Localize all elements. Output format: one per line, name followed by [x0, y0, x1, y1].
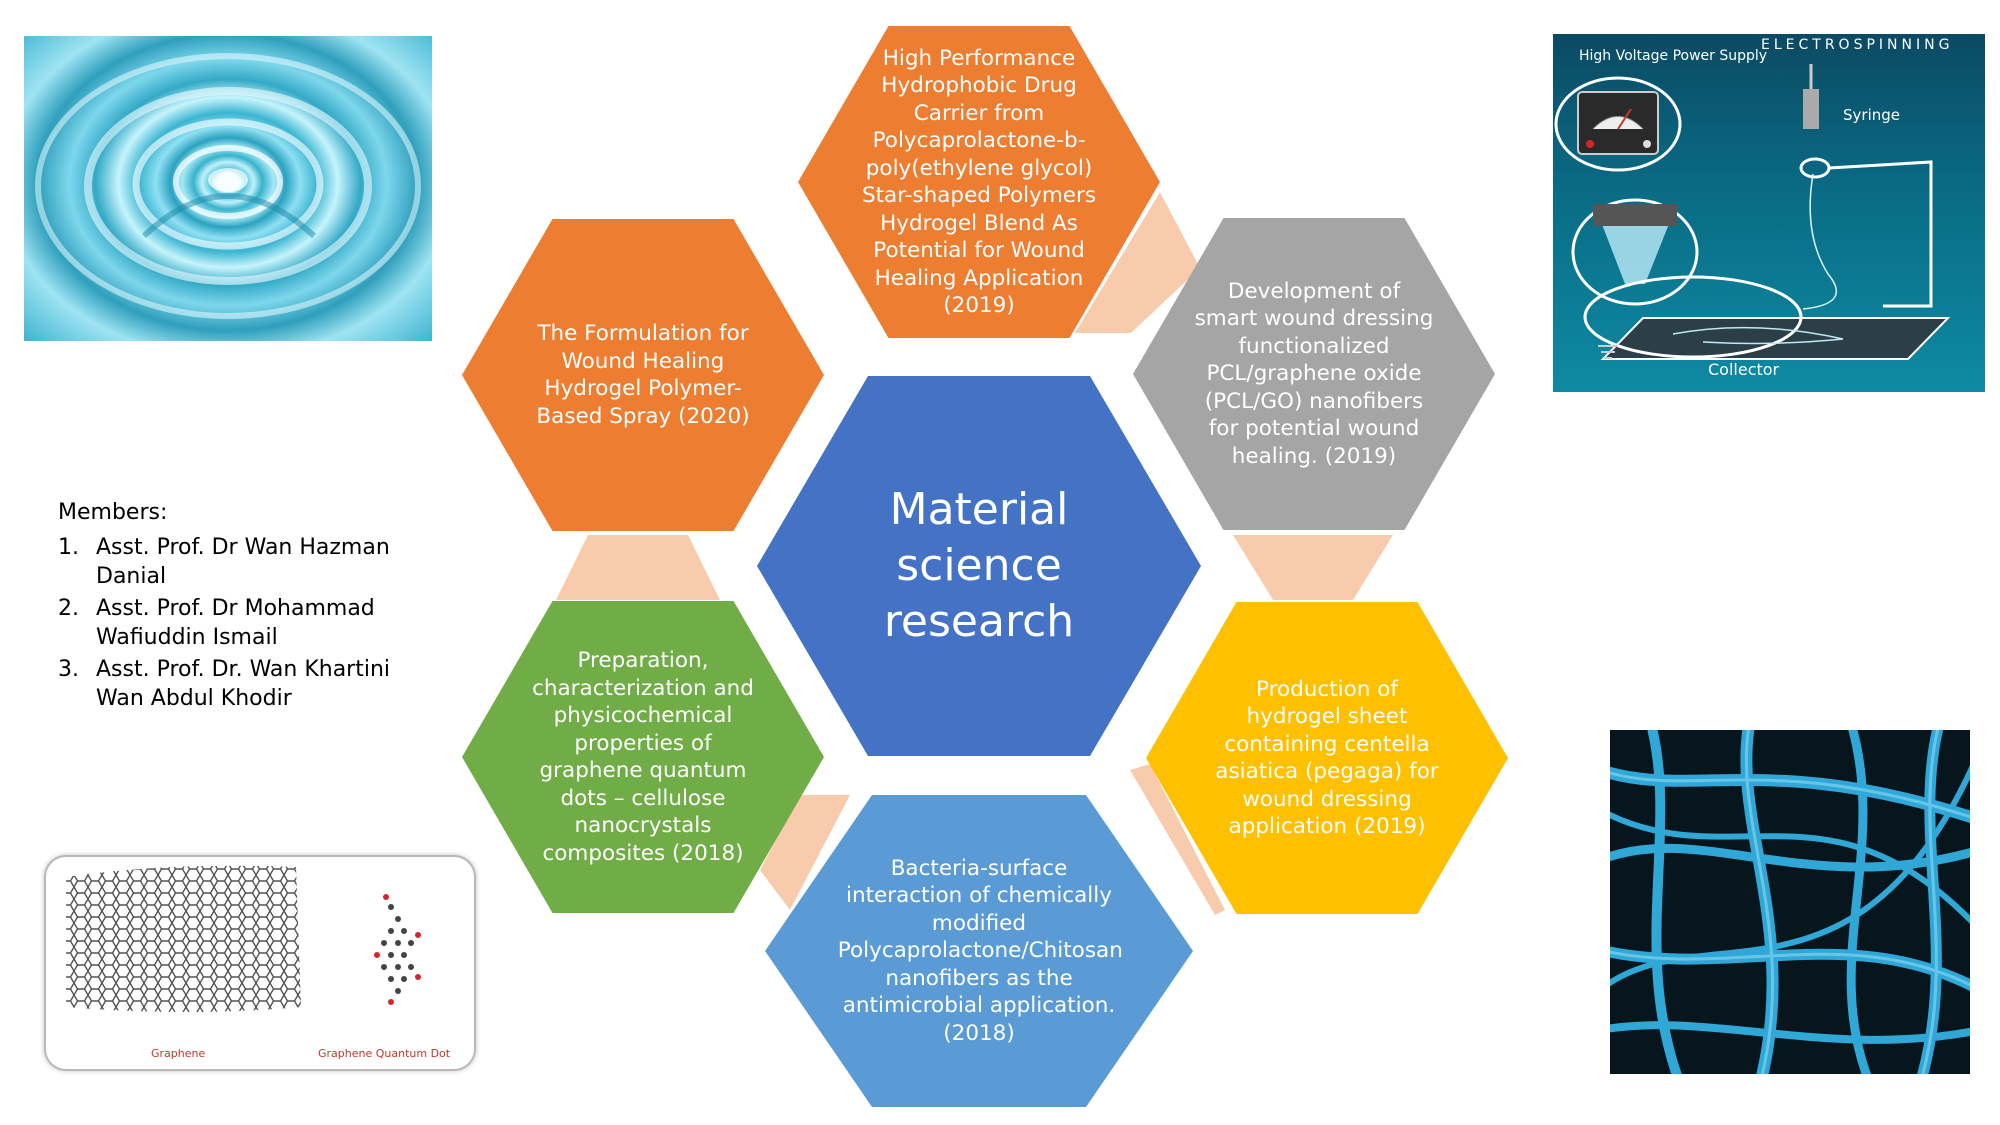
syringe-label: Syringe: [1843, 106, 1900, 124]
project-top-text: High Performance Hydrophobic Drug Carrie…: [861, 45, 1097, 319]
connector-lower-right-bottom: [1130, 764, 1225, 915]
members-title: Members:: [58, 500, 168, 525]
project-upper-left-text: The Formulation for Wound Healing Hydrog…: [536, 321, 750, 429]
graphene-quantum-dot-caption: Graphene Quantum Dot: [318, 1047, 451, 1060]
project-lower-left-text: Preparation, characterization and physic…: [532, 648, 754, 866]
connector-top-upper-right: [1075, 192, 1200, 333]
member-name: Asst. Prof. Dr Mohammad Wafiuddin Ismail: [96, 596, 375, 650]
connector-upper-right-lower-right: [1233, 535, 1393, 600]
member-item: 1. Asst. Prof. Dr Wan Hazman Danial: [58, 533, 398, 591]
electrospinning-image: ELECTROSPINNING High Voltage Power Suppl…: [1553, 34, 1985, 392]
member-number: 3.: [58, 657, 79, 682]
project-upper-right-text: Development of smart wound dressing func…: [1194, 278, 1434, 469]
member-number: 2.: [58, 596, 79, 621]
member-number: 1.: [58, 535, 79, 560]
member-item: 2. Asst. Prof. Dr Mohammad Wafiuddin Isma…: [58, 594, 398, 652]
water-ripple-image: [24, 36, 432, 341]
hex-project-lower-right: Production of hydrogel sheet containing …: [1146, 602, 1508, 914]
connector-lower-left-upper-left: [556, 535, 720, 600]
electrospinning-banner: ELECTROSPINNING: [1761, 37, 1954, 53]
power-supply-label: High Voltage Power Supply: [1579, 48, 1768, 64]
collector-label: Collector: [1708, 360, 1780, 379]
graphene-image: Graphene Graphene Quantum Dot: [44, 855, 476, 1071]
hex-project-upper-right: Development of smart wound dressing func…: [1133, 218, 1495, 530]
member-name: Asst. Prof. Dr Wan Hazman Danial: [96, 535, 390, 589]
connector-bottom-lower-left: [760, 795, 850, 910]
members-list: 1. Asst. Prof. Dr Wan Hazman Danial 2. Ass…: [58, 533, 398, 713]
members-section: Members: 1. Asst. Prof. Dr Wan Hazman Dan…: [58, 500, 398, 716]
project-lower-right-text: Production of hydrogel sheet containing …: [1215, 676, 1439, 840]
graphene-caption: Graphene: [151, 1047, 206, 1060]
nanofiber-drawing: [1610, 730, 1970, 1074]
project-bottom-text: Bacteria-surface interaction of chemical…: [837, 855, 1123, 1046]
water-ripple-drawing: [35, 53, 421, 319]
nanofiber-image: [1610, 730, 1970, 1074]
member-name: Asst. Prof. Dr. Wan Khartini Wan Abdul K…: [96, 657, 391, 711]
graphene-drawing: [66, 865, 421, 1012]
center-label: Material science research: [883, 484, 1075, 647]
member-item: 3. Asst. Prof. Dr. Wan Khartini Wan Abdul…: [58, 655, 398, 713]
electrospinning-drawing: [1554, 64, 1951, 360]
